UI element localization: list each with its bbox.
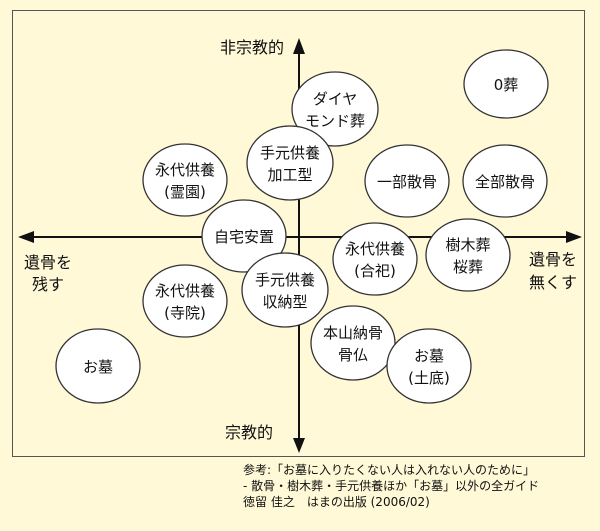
node-zenbu-sankotsu: 全部散骨 xyxy=(462,144,548,218)
citation-line: - 散骨・樹木葬・手元供養ほか「お墓」以外の全ガイド xyxy=(243,479,540,493)
node-label: 本山納骨 xyxy=(323,324,383,342)
node-label: モンド葬 xyxy=(305,112,365,130)
node-motoyama-nokotsu: 本山納骨 骨仏 xyxy=(310,305,396,381)
node-temoto-kuyo-kako: 手元供養 加工型 xyxy=(246,125,334,201)
node-label: ダイヤ xyxy=(313,90,358,108)
node-label: 桜葬 xyxy=(453,258,483,276)
node-label: (合祀) xyxy=(354,262,396,280)
node-zero-burial: 0葬 xyxy=(463,49,549,119)
axis-label-top: 非宗教的 xyxy=(220,38,284,57)
node-label: (土底) xyxy=(408,369,450,387)
node-ohaka: お墓 xyxy=(55,328,141,404)
node-label: 手元供養 xyxy=(255,271,315,289)
node-label: 永代供養 xyxy=(345,240,405,258)
node-label: (霊園) xyxy=(164,183,206,201)
node-ohaka-dodai: お墓 (土底) xyxy=(386,328,472,404)
node-label: (寺院) xyxy=(164,304,206,322)
diagram-frame xyxy=(12,10,585,457)
axis-label-right-line2: 無くす xyxy=(529,273,577,292)
node-label: 自宅安置 xyxy=(214,228,274,246)
axis-label-left-line2: 残す xyxy=(32,275,64,294)
node-label: 加工型 xyxy=(267,166,312,184)
node-label: 永代供養 xyxy=(155,161,215,179)
node-eitai-kuyo-jiin: 永代供養 (寺院) xyxy=(142,264,228,338)
node-temoto-kuyo-shuno: 手元供養 収納型 xyxy=(241,252,329,328)
positioning-map: 非宗教的 宗教的 遺骨を 残す 遺骨を 無くす 0葬 ダイヤ モンド葬 永代供養… xyxy=(18,38,582,453)
axis-arrow-left-icon xyxy=(18,231,34,243)
citation-line: 徳留 佳之 はまの出版 (2006/02) xyxy=(243,495,430,509)
axis-arrow-right-icon xyxy=(566,231,582,243)
node-ichibu-sankotsu: 一部散骨 xyxy=(364,144,450,218)
node-label: 骨仏 xyxy=(338,346,368,364)
node-label: 樹木葬 xyxy=(445,236,490,254)
node-jumokuso-sakurasou: 樹木葬 桜葬 xyxy=(425,218,511,292)
citation-line: 参考:「お墓に入りたくない人は入れない人のために」 xyxy=(243,463,536,477)
node-eitai-kuyo-reien: 永代供養 (霊園) xyxy=(142,143,228,217)
axis-label-right-line1: 遺骨を xyxy=(529,250,577,269)
node-eitai-kuyo-goshi: 永代供養 (合祀) xyxy=(332,222,418,296)
node-label: 一部散骨 xyxy=(377,173,437,191)
node-label: お墓 xyxy=(83,358,113,376)
node-label: 手元供養 xyxy=(260,144,320,162)
node-label: 永代供養 xyxy=(155,282,215,300)
axis-label-left-line1: 遺骨を xyxy=(24,253,72,272)
axis-arrow-up-icon xyxy=(293,38,305,54)
node-diamond-burial: ダイヤ モンド葬 xyxy=(291,71,379,147)
axis-arrow-down-icon xyxy=(293,438,305,453)
node-label: 0葬 xyxy=(494,76,519,94)
axis-label-bottom: 宗教的 xyxy=(225,423,273,442)
node-label: 全部散骨 xyxy=(475,173,535,191)
node-jitaku-anchi: 自宅安置 xyxy=(201,199,287,273)
reference-citation: 参考:「お墓に入りたくない人は入れない人のために」 - 散骨・樹木葬・手元供養ほ… xyxy=(243,462,595,510)
node-label: 収納型 xyxy=(262,293,307,311)
node-label: お墓 xyxy=(414,347,444,365)
